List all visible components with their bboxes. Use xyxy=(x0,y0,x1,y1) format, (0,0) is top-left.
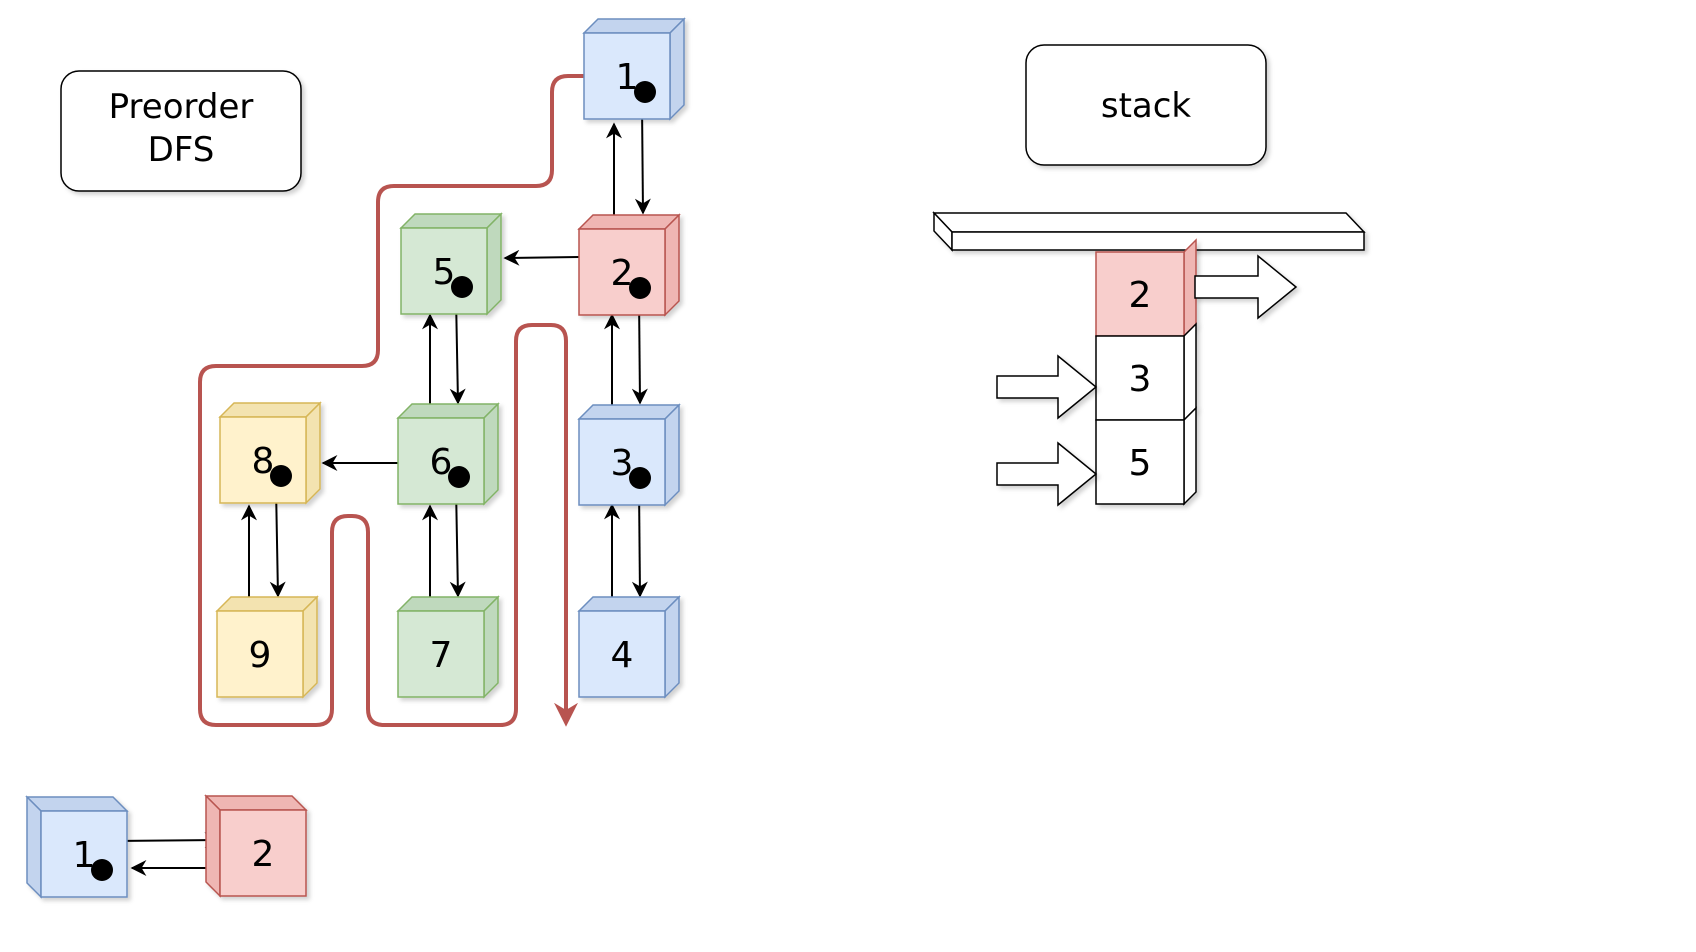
tree-node-6: 6 xyxy=(396,402,500,506)
stack-item-5: 5 xyxy=(1095,406,1197,506)
stack-cells: 2 3 5 xyxy=(1095,238,1197,506)
tree-node-8: 8 xyxy=(218,401,322,505)
visit-dot-icon xyxy=(634,81,656,103)
visit-dot-icon xyxy=(270,465,292,487)
tree-node-9: 9 xyxy=(215,595,319,699)
tree-node-label: 9 xyxy=(249,635,272,676)
stack-item-label: 3 xyxy=(1129,359,1152,400)
edge-8-9 xyxy=(269,486,286,598)
pop-arrow-icon xyxy=(1194,254,1298,320)
visit-dot-icon xyxy=(451,276,473,298)
edge-2-5 xyxy=(503,249,580,266)
tree-node-label: 2 xyxy=(611,253,634,294)
edge-legend-1-2 xyxy=(110,832,221,849)
stack-top-plate xyxy=(932,211,1366,252)
stack-item-2: 2 xyxy=(1095,238,1197,338)
tree-node-2: 2 xyxy=(577,213,681,317)
edge-6-7 xyxy=(449,486,466,598)
tree-node-label: 4 xyxy=(611,635,634,676)
push-arrow-icon-2 xyxy=(996,441,1098,507)
visit-dot-icon xyxy=(629,277,651,299)
visit-dot-icon xyxy=(91,859,113,881)
tree-node-1: 1 xyxy=(582,17,686,121)
tree-node-label: 3 xyxy=(611,443,634,484)
stack-label: stack xyxy=(1101,86,1192,126)
stack-item-3: 3 xyxy=(1095,322,1197,422)
edge-1-2 xyxy=(634,104,651,215)
stack-item-label: 2 xyxy=(1129,275,1152,316)
title-line-2: DFS xyxy=(148,130,215,170)
tree-node-4: 4 xyxy=(577,595,681,699)
tree-node-label: 7 xyxy=(430,635,453,676)
stack-label-box: stack xyxy=(1025,44,1267,166)
title-box: Preorder DFS xyxy=(60,70,302,192)
legend-node-label: 1 xyxy=(73,835,96,876)
stack-item-label: 5 xyxy=(1129,443,1152,484)
tree-node-3: 3 xyxy=(577,403,681,507)
tree-node-5: 5 xyxy=(399,212,503,316)
tree-node-label: 1 xyxy=(616,57,639,98)
visit-dot-icon xyxy=(629,467,651,489)
tree-node-label: 8 xyxy=(252,441,275,482)
tree-node-label: 6 xyxy=(430,442,453,483)
visit-dot-icon xyxy=(448,466,470,488)
tree-node-label: 5 xyxy=(433,252,456,293)
traversal-path xyxy=(198,74,584,727)
node-cubes: 1 2 3 4 5 6 7 8 9 1 2 xyxy=(25,17,686,899)
legend-node-2: 2 xyxy=(204,794,308,898)
title-line-1: Preorder xyxy=(109,87,254,127)
stack: 2 3 5 xyxy=(932,211,1366,507)
tree-node-7: 7 xyxy=(396,595,500,699)
push-arrow-icon-1 xyxy=(996,354,1098,420)
legend-node-label: 2 xyxy=(252,834,275,875)
legend-node-1: 1 xyxy=(25,795,129,899)
